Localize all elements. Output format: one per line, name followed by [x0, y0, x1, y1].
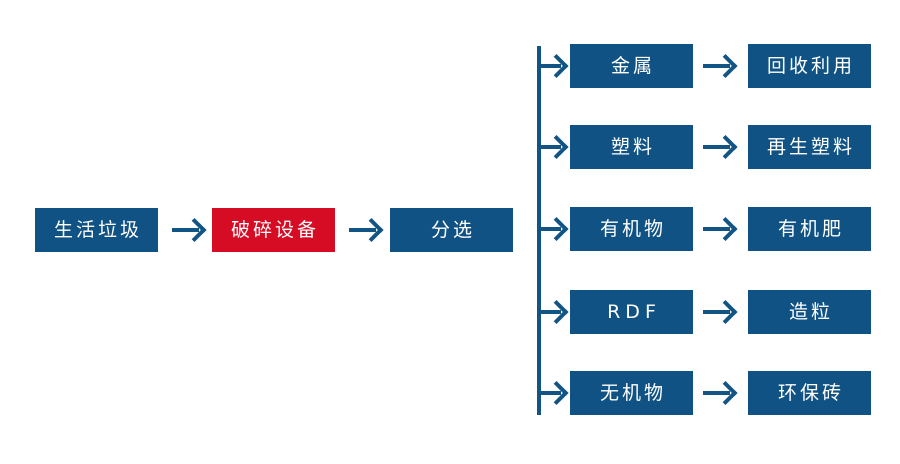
node-product-recycling[interactable]: 回收利用 [748, 44, 871, 88]
node-product-pelletizing[interactable]: 造粒 [748, 290, 871, 334]
arrow-waste-to-crusher [172, 217, 207, 243]
node-fraction-organic[interactable]: 有机物 [570, 207, 693, 251]
branch-arrow-organic [537, 216, 569, 242]
arrow-rdf-to-product [703, 299, 738, 325]
arrow-metal-to-product [703, 53, 738, 79]
branch-arrow-rdf [537, 299, 569, 325]
node-sorting[interactable]: 分选 [390, 208, 513, 252]
node-product-eco-brick[interactable]: 环保砖 [748, 371, 871, 415]
node-fraction-rdf[interactable]: RDF [570, 290, 693, 334]
arrow-organic-to-product [703, 216, 738, 242]
node-product-recycled-plastic[interactable]: 再生塑料 [748, 125, 871, 169]
node-crusher[interactable]: 破碎设备 [212, 208, 335, 252]
branch-arrow-inorganic [537, 380, 569, 406]
node-product-organic-fertilizer[interactable]: 有机肥 [748, 207, 871, 251]
branch-arrow-metal [537, 53, 569, 79]
arrow-crusher-to-sorting [349, 217, 384, 243]
node-fraction-plastic[interactable]: 塑料 [570, 125, 693, 169]
node-fraction-inorganic[interactable]: 无机物 [570, 371, 693, 415]
node-waste[interactable]: 生活垃圾 [35, 208, 158, 252]
branch-arrow-plastic [537, 134, 569, 160]
arrow-inorganic-to-product [703, 380, 738, 406]
node-fraction-metal[interactable]: 金属 [570, 44, 693, 88]
arrow-plastic-to-product [703, 134, 738, 160]
